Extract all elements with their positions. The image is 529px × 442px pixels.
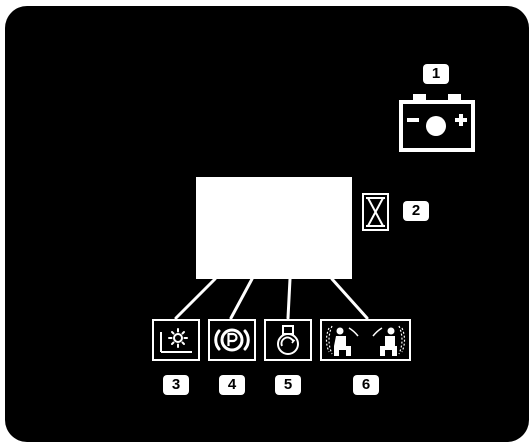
leader-line-3 [174, 277, 217, 320]
indicator-number-6: 6 [353, 375, 379, 395]
display-screen [196, 177, 352, 279]
hourglass-icon [362, 193, 389, 231]
battery-icon [399, 94, 475, 152]
leader-lines [174, 277, 369, 320]
leader-line-6 [330, 277, 369, 320]
leader-line-4 [229, 277, 254, 320]
indicator-number-3: 3 [163, 375, 189, 395]
sun-in-box-icon [152, 319, 200, 361]
indicator-number-5: 5 [275, 375, 301, 395]
indicator-number-4: 4 [219, 375, 245, 395]
engine-coolant-icon [264, 319, 312, 361]
indicator-number-1: 1 [423, 64, 449, 84]
parking-brake-icon [208, 319, 256, 361]
indicator-number-2: 2 [403, 201, 429, 221]
seated-operators-icon [320, 319, 411, 361]
leader-line-5 [286, 277, 292, 320]
